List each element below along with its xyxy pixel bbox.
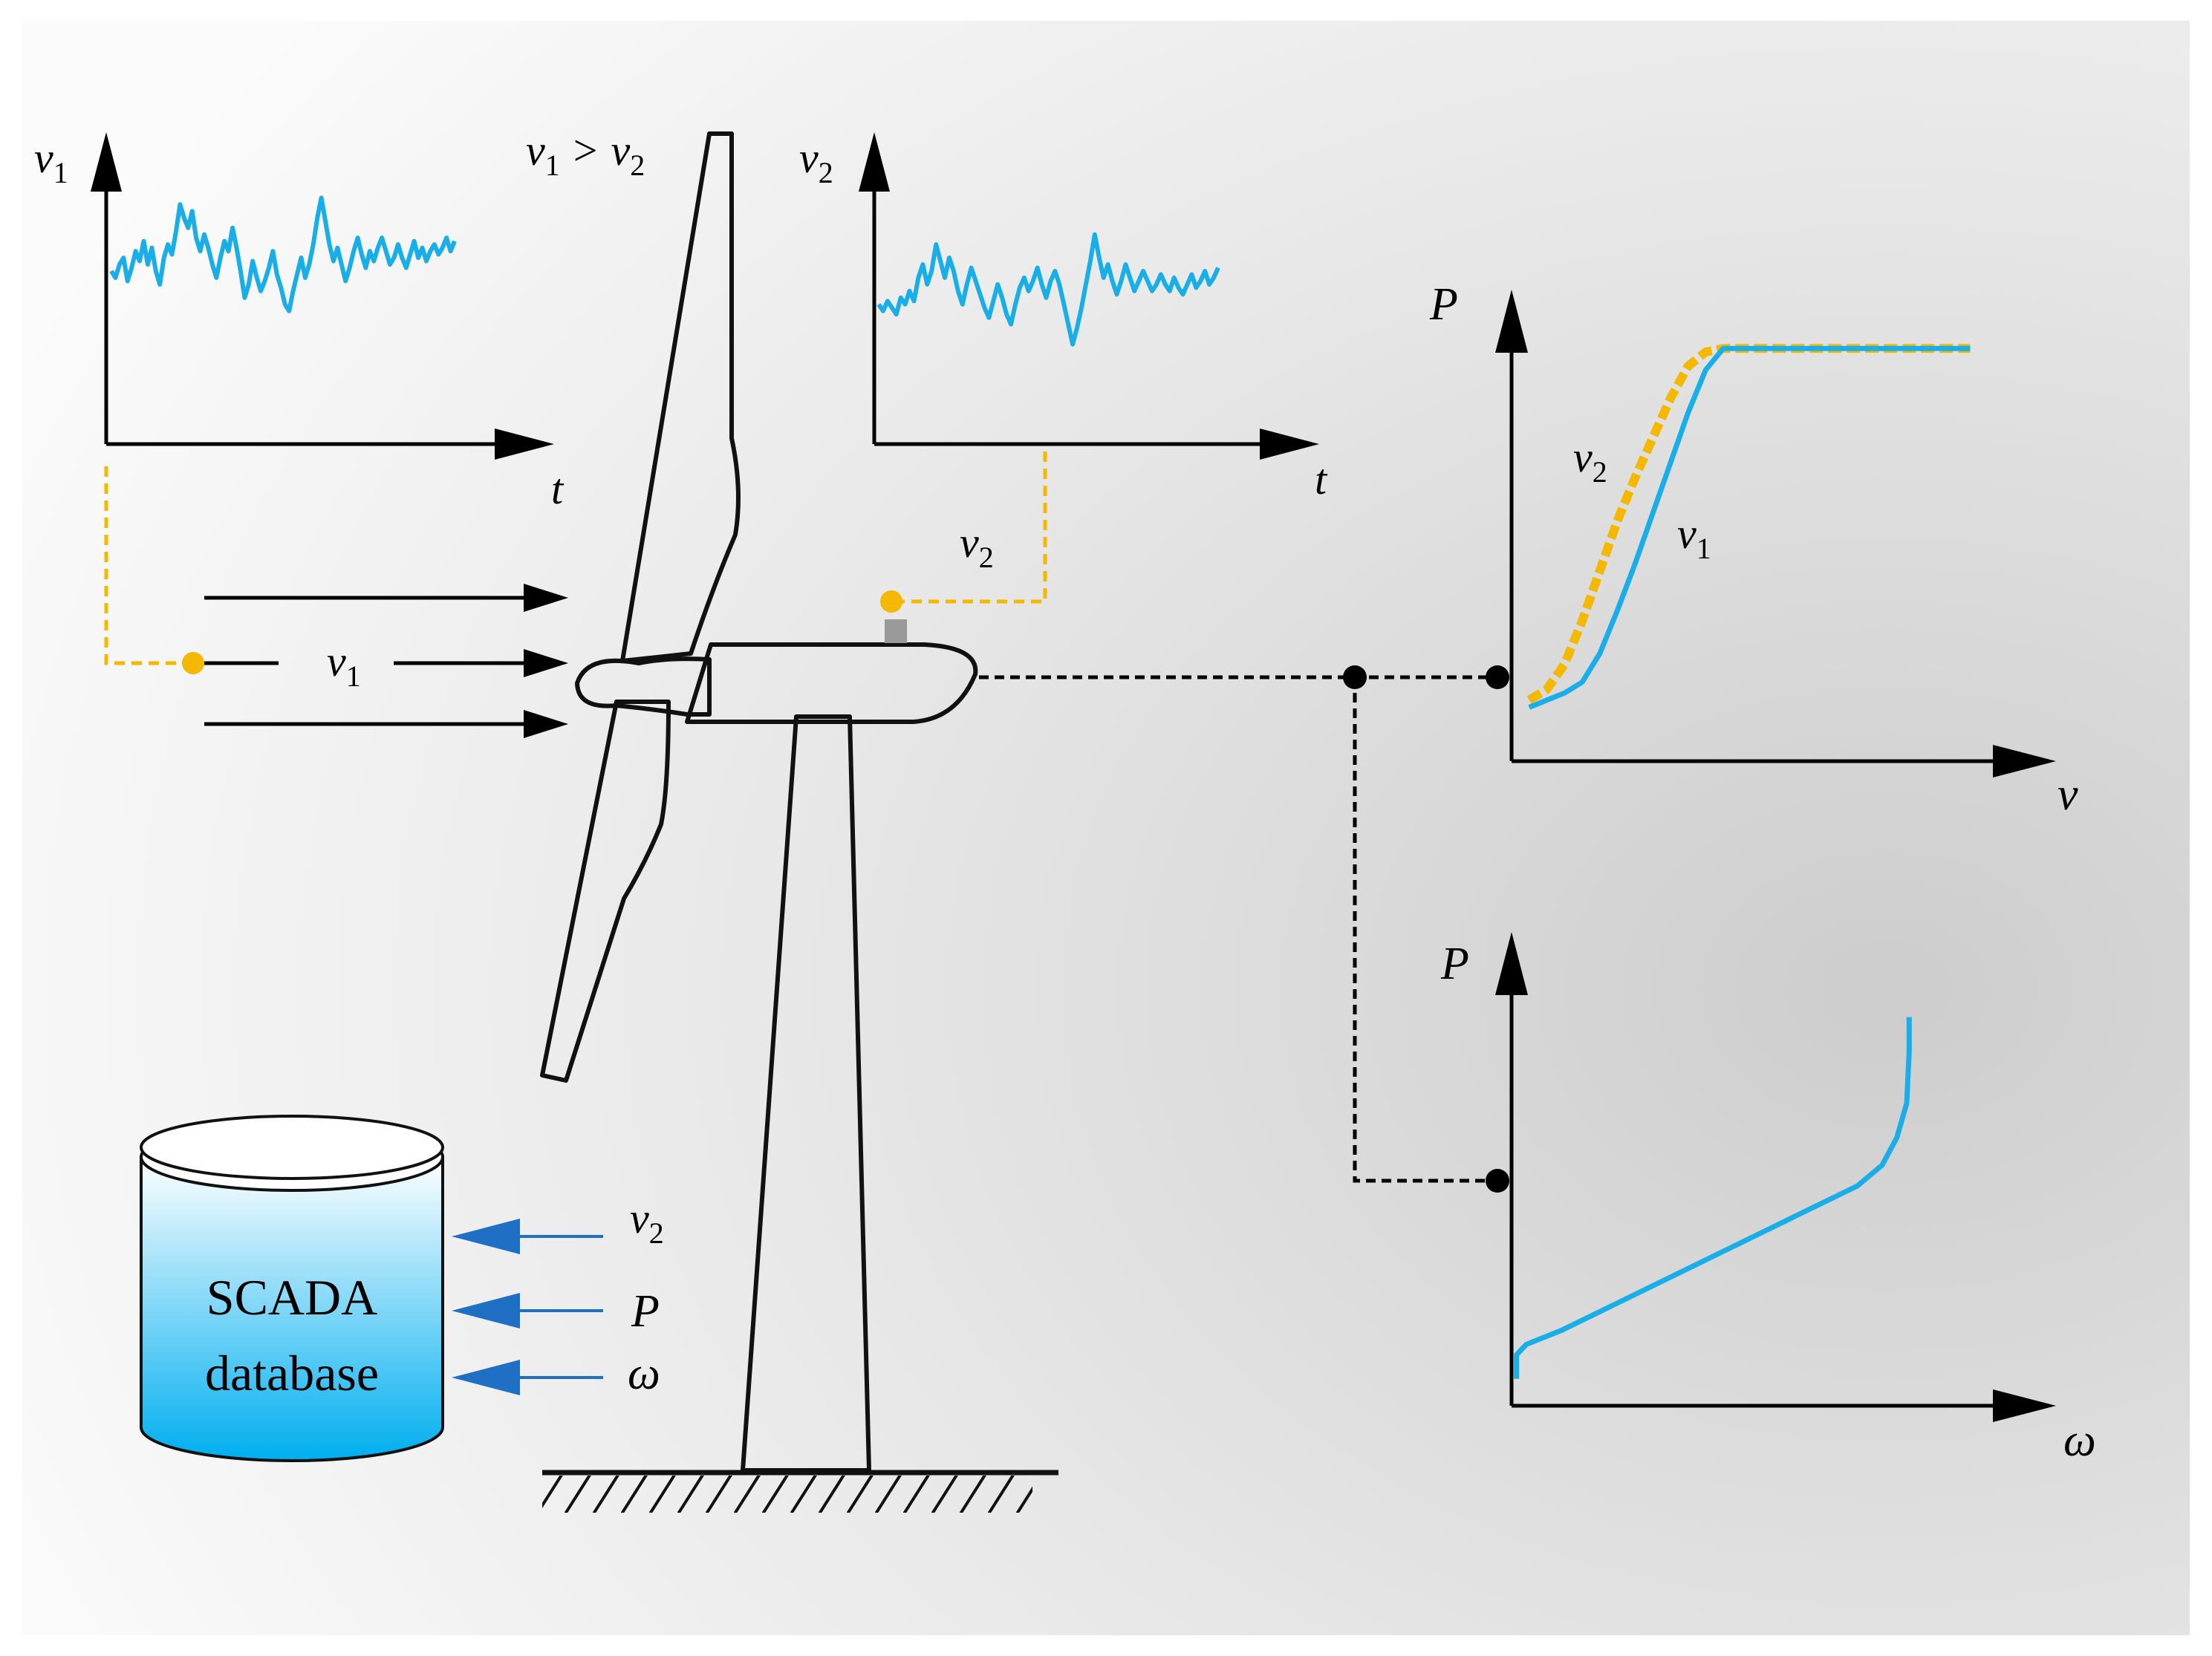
pv-chart-x-label: v [2058,769,2078,820]
turbine-blade-lower [540,700,671,1083]
db-input-label-omega: ω [628,1349,660,1399]
pv-chart-x-arrow [1993,745,2056,778]
power-curve-p-omega-chart: P ω [1440,932,2096,1466]
incoming-wind: v1 [204,584,568,738]
pw-chart-y-label: P [1440,939,1469,989]
v1-measurement-point [182,652,204,674]
branch-data-line [1353,677,1497,1183]
database-label-line2: database [205,1345,379,1401]
v2-chart-y-arrow [859,132,890,192]
v2-chart-x-label: t [1315,455,1328,503]
wind-arrowhead-middle [524,649,568,677]
pw-chart-x-arrow [1993,1389,2056,1422]
wind-arrowhead-bottom [524,710,568,738]
pw-chart-x-label: ω [2063,1415,2096,1466]
v2-signal-trace [876,232,1220,347]
turbine-hub [575,656,712,717]
db-input-label-v2: v2 [630,1194,664,1250]
database-label-line1: SCADA [206,1269,378,1326]
p-v-chart-input-point [1486,665,1509,689]
database-inputs: v2 P ω [452,1194,664,1399]
v2-chart-y-label: v2 [799,134,833,189]
db-input-arrowhead-v2 [452,1219,520,1254]
turbine-nacelle [685,642,978,724]
v1-chart-y-arrow [91,132,122,192]
p-omega-chart-input-point [1486,1169,1509,1193]
pv-chart-y-arrow [1495,290,1528,353]
pv-curve-v1 [1528,345,1971,710]
v1-signal-trace [109,195,457,313]
db-input-label-p: P [631,1286,660,1337]
v2-anemometer-label: v2 [960,518,994,574]
wind-arrowhead-top [524,584,568,612]
subscript: 2 [649,1216,664,1250]
anemometer-mast [885,619,907,643]
subscript: 1 [346,659,361,693]
turbine-blade-upper [620,131,741,663]
subscript: 1 [545,149,560,182]
subscript: 2 [819,156,833,189]
subscript: 2 [979,541,994,574]
v1-chart-x-label: t [551,465,565,513]
subscript: 1 [53,156,68,189]
v1-chart-x-arrow [495,428,554,460]
db-input-arrowhead-p [452,1293,520,1329]
db-input-arrowhead-omega [452,1360,520,1395]
data-paths [979,665,1509,1193]
v2-time-series-chart: v2 t [799,132,1328,503]
subscript: 2 [630,149,645,182]
v2-chart-x-arrow [1260,428,1319,460]
v1-chart-y-label: v1 [34,134,68,189]
pv-curve-v1-label: v1 [1677,509,1711,565]
measurement-leaders: v2 [104,452,1047,674]
database-cylinder-rim [140,1115,444,1180]
wind-speed-v1-label: v1 [327,637,361,693]
ground-hatching [542,1476,1032,1513]
wind-speed-comparison-label: v1>v2 [526,126,645,182]
pv-curve-v2-label: v2 [1573,433,1607,489]
v1-measurement-leader [104,466,193,665]
pw-chart-y-arrow [1495,932,1528,995]
v2-measurement-point [880,590,902,613]
pv-chart-y-label: P [1429,279,1458,330]
scada-database: SCADA database [140,1115,444,1462]
power-curve-p-v-chart: P v v2 v1 [1429,279,2078,820]
subscript: 2 [1593,455,1607,489]
database-cylinder-body [140,1155,444,1462]
subscript: 1 [1697,532,1711,565]
p-omega-curve [1514,1017,1912,1379]
wind-turbine [540,131,1058,1513]
v1-time-series-chart: v1 t [34,132,565,513]
